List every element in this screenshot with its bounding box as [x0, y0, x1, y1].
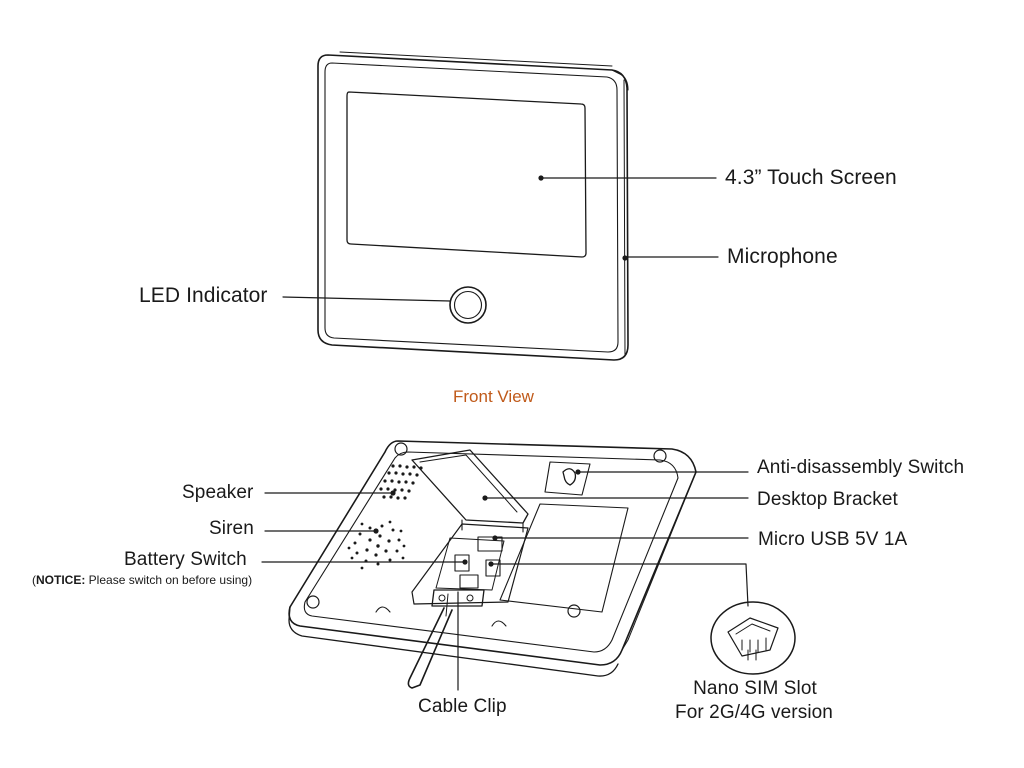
- cable-clip-label: Cable Clip: [418, 696, 507, 717]
- micro-usb-label: Micro USB 5V 1A: [758, 529, 908, 550]
- touch-screen-area: [346, 91, 587, 258]
- front-leader-lines: [282, 177, 719, 302]
- led-indicator-label: LED Indicator: [139, 284, 268, 307]
- nano-sim-label: Nano SIM Slot: [693, 678, 817, 699]
- nano-sim-detail: [710, 601, 796, 675]
- led-indicator-ring: [449, 286, 487, 324]
- touch-screen-label: 4.3” Touch Screen: [725, 166, 897, 189]
- desktop-bracket-label: Desktop Bracket: [757, 489, 898, 510]
- front-view-caption: Front View: [453, 387, 534, 406]
- siren-label: Siren: [209, 518, 254, 539]
- back-device-illustration: [288, 440, 796, 689]
- microphone-label: Microphone: [727, 245, 838, 268]
- siren-grille: [347, 520, 406, 570]
- back-leader-lines: [261, 471, 749, 691]
- speaker-grille: [379, 464, 423, 500]
- speaker-label: Speaker: [182, 482, 254, 503]
- nano-sim-version-label: For 2G/4G version: [675, 702, 833, 723]
- battery-switch-notice: (NOTICE: Please switch on before using): [32, 573, 253, 587]
- anti-disassembly-switch-label: Anti-disassembly Switch: [757, 457, 965, 478]
- front-device-illustration: [317, 51, 629, 361]
- battery-switch-label: Battery Switch: [124, 549, 247, 570]
